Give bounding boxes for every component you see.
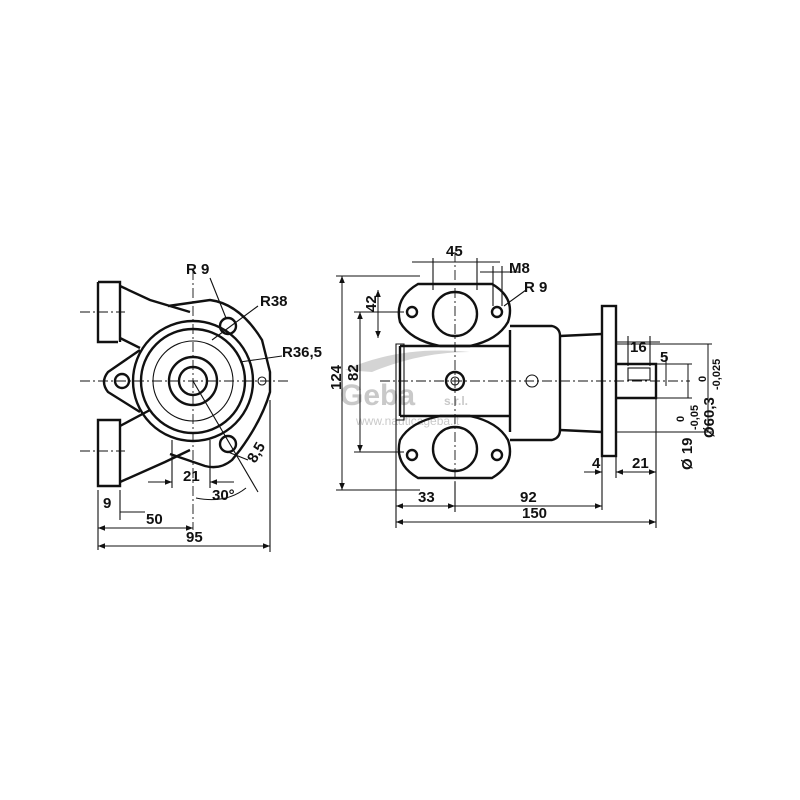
label-21-front: 21 xyxy=(183,468,200,485)
side-body xyxy=(398,330,512,432)
watermark-suffix: s.r.l. xyxy=(444,394,468,408)
front-housing-inner xyxy=(139,327,247,435)
label-5: 5 xyxy=(660,349,668,366)
leader-8-5 xyxy=(227,451,249,461)
label-r36-5: R36,5 xyxy=(282,344,322,361)
watermark: Geba s.r.l. www.nauticageba.it xyxy=(340,350,470,428)
side-plug xyxy=(444,370,466,392)
side-port-bore-top xyxy=(431,290,479,338)
side-mount-flange xyxy=(600,304,618,458)
leader-r9-side xyxy=(503,289,527,307)
label-42: 42 xyxy=(363,295,380,312)
label-r38: R38 xyxy=(260,293,288,310)
side-housing xyxy=(510,324,562,442)
label-30-deg: 30° xyxy=(212,487,235,504)
label-124: 124 xyxy=(328,364,345,390)
front-housing-outer xyxy=(131,319,255,443)
side-plug-inner xyxy=(450,376,460,386)
front-flange-hole-right xyxy=(257,376,267,386)
front-flange-outline xyxy=(167,298,272,469)
label-82: 82 xyxy=(345,364,362,381)
side-back-plate xyxy=(395,343,405,421)
arc-30-deg xyxy=(195,487,247,501)
leader-r38 xyxy=(211,305,259,341)
label-50: 50 xyxy=(146,511,163,528)
front-port-top-neck xyxy=(119,284,191,350)
label-21-side: 21 xyxy=(632,455,649,472)
side-port-hole-top-right xyxy=(490,305,504,319)
flange-dia-annotation: Ø60,3 0 -0,025 xyxy=(697,359,723,438)
front-flange-hole-top xyxy=(218,316,238,336)
label-95: 95 xyxy=(186,529,203,546)
label-shaft-dia: Ø 19 xyxy=(679,437,696,470)
side-view: 45 M8 R 9 124 82 42 16 5 Ø 19 xyxy=(328,243,723,528)
front-mount-ear xyxy=(102,349,141,414)
label-r9-front: R 9 xyxy=(186,261,209,278)
label-m8: M8 xyxy=(509,260,530,277)
label-r9-side: R 9 xyxy=(524,279,547,296)
label-8-5: 8,5 xyxy=(244,439,269,466)
side-shaft-key xyxy=(627,367,651,381)
label-16: 16 xyxy=(630,339,647,356)
leader-r36-5 xyxy=(239,355,283,363)
front-housing-ring xyxy=(152,340,234,422)
side-port-hole-bottom-right xyxy=(490,448,504,462)
front-view: R 9 R38 R36,5 8,5 21 30° 9 50 95 xyxy=(80,261,322,552)
label-9: 9 xyxy=(103,495,111,512)
side-grease-nipple xyxy=(525,374,539,388)
front-port-top xyxy=(96,280,122,344)
side-port-hole-bottom-left xyxy=(405,448,419,462)
shaft-dia-annotation: Ø 19 0 -0,05 xyxy=(675,405,701,470)
label-4: 4 xyxy=(592,455,601,472)
label-flange-dia: Ø60,3 xyxy=(701,397,718,438)
front-shaft-bore xyxy=(177,365,209,397)
label-45: 45 xyxy=(446,243,463,260)
label-flange-tol-upper: 0 xyxy=(697,376,709,382)
watermark-swoosh-icon xyxy=(345,350,470,372)
front-port-bottom xyxy=(96,418,122,488)
label-shaft-tol-upper: 0 xyxy=(675,416,687,422)
leader-r9-front xyxy=(209,277,227,319)
label-shaft-tol-lower: -0,05 xyxy=(689,405,701,430)
side-port-bore-bottom xyxy=(431,425,479,473)
watermark-brand: Geba xyxy=(340,379,415,412)
front-port-bottom-neck xyxy=(119,408,191,484)
side-shaft xyxy=(616,362,658,400)
side-neck xyxy=(559,332,603,434)
label-33: 33 xyxy=(418,489,435,506)
side-port-hole-top-left xyxy=(405,305,419,319)
label-flange-tol-lower: -0,025 xyxy=(711,359,723,390)
front-ear-hole xyxy=(113,372,131,390)
angle-ray xyxy=(192,380,259,493)
front-hub xyxy=(167,355,219,407)
label-92: 92 xyxy=(520,489,537,506)
label-150: 150 xyxy=(522,505,547,522)
